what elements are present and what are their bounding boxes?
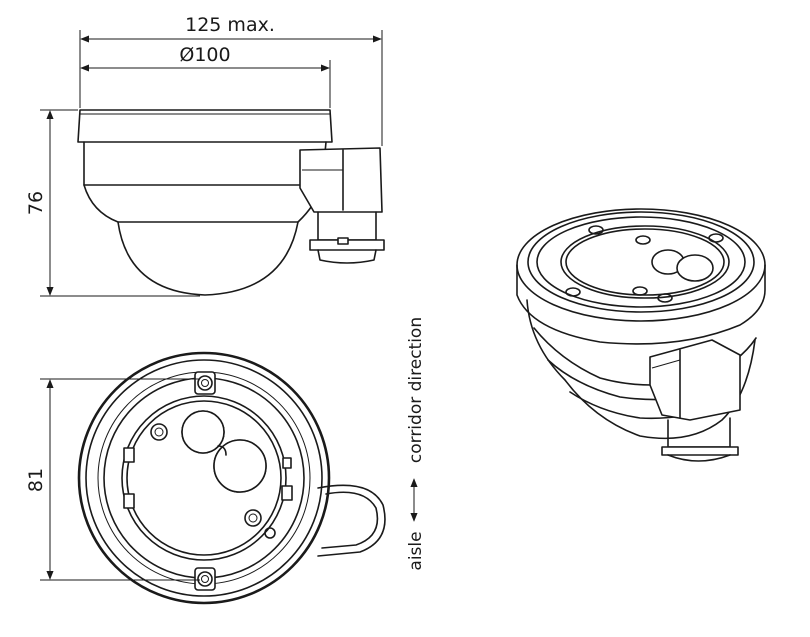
dimension-depth: 81 (25, 378, 200, 581)
dimension-diameter: Ø100 (80, 44, 331, 108)
dimension-label-height: 76 (25, 191, 47, 215)
top-view (77, 351, 386, 605)
corridor-direction-label: corridor direction (406, 317, 426, 463)
direction-indicator: corridor direction aisle (406, 317, 426, 571)
dimension-overall-width: 125 max. (79, 14, 383, 146)
aisle-label: aisle (406, 531, 426, 570)
dimension-label-overall-width: 125 max. (185, 14, 275, 36)
dimension-label-diameter: Ø100 (179, 44, 230, 66)
dimension-label-depth: 81 (25, 468, 47, 492)
dimension-height: 76 (25, 109, 200, 297)
side-view (77, 109, 385, 296)
isometric-view (516, 208, 766, 462)
